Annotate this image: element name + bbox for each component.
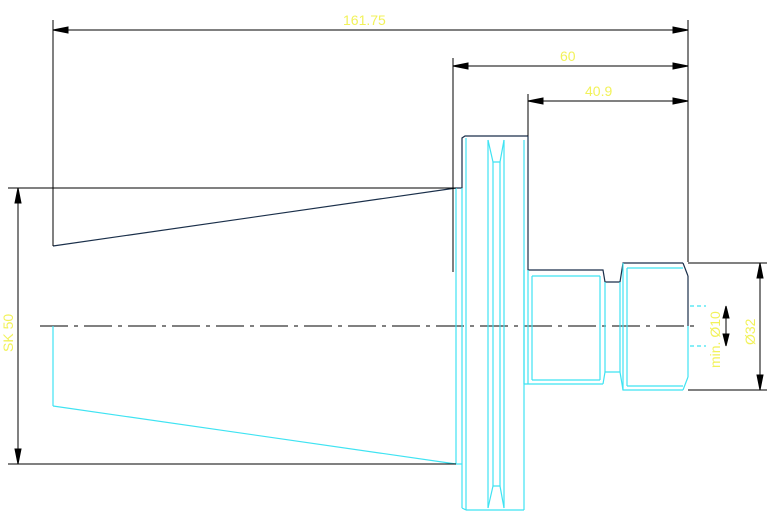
dimension-lines xyxy=(8,20,767,465)
dim-taper-size: SK 50 xyxy=(0,314,16,352)
dim-outer-diameter: Ø32 xyxy=(742,318,758,345)
dim-overall-length: 161.75 xyxy=(343,12,386,28)
dim-clamp-min-diameter: min. Ø10 xyxy=(707,311,723,368)
lower-outline xyxy=(52,138,706,511)
dim-flange-to-end: 60 xyxy=(560,48,576,64)
upper-outline xyxy=(52,135,689,326)
dim-shoulder-to-end: 40.9 xyxy=(585,83,612,99)
